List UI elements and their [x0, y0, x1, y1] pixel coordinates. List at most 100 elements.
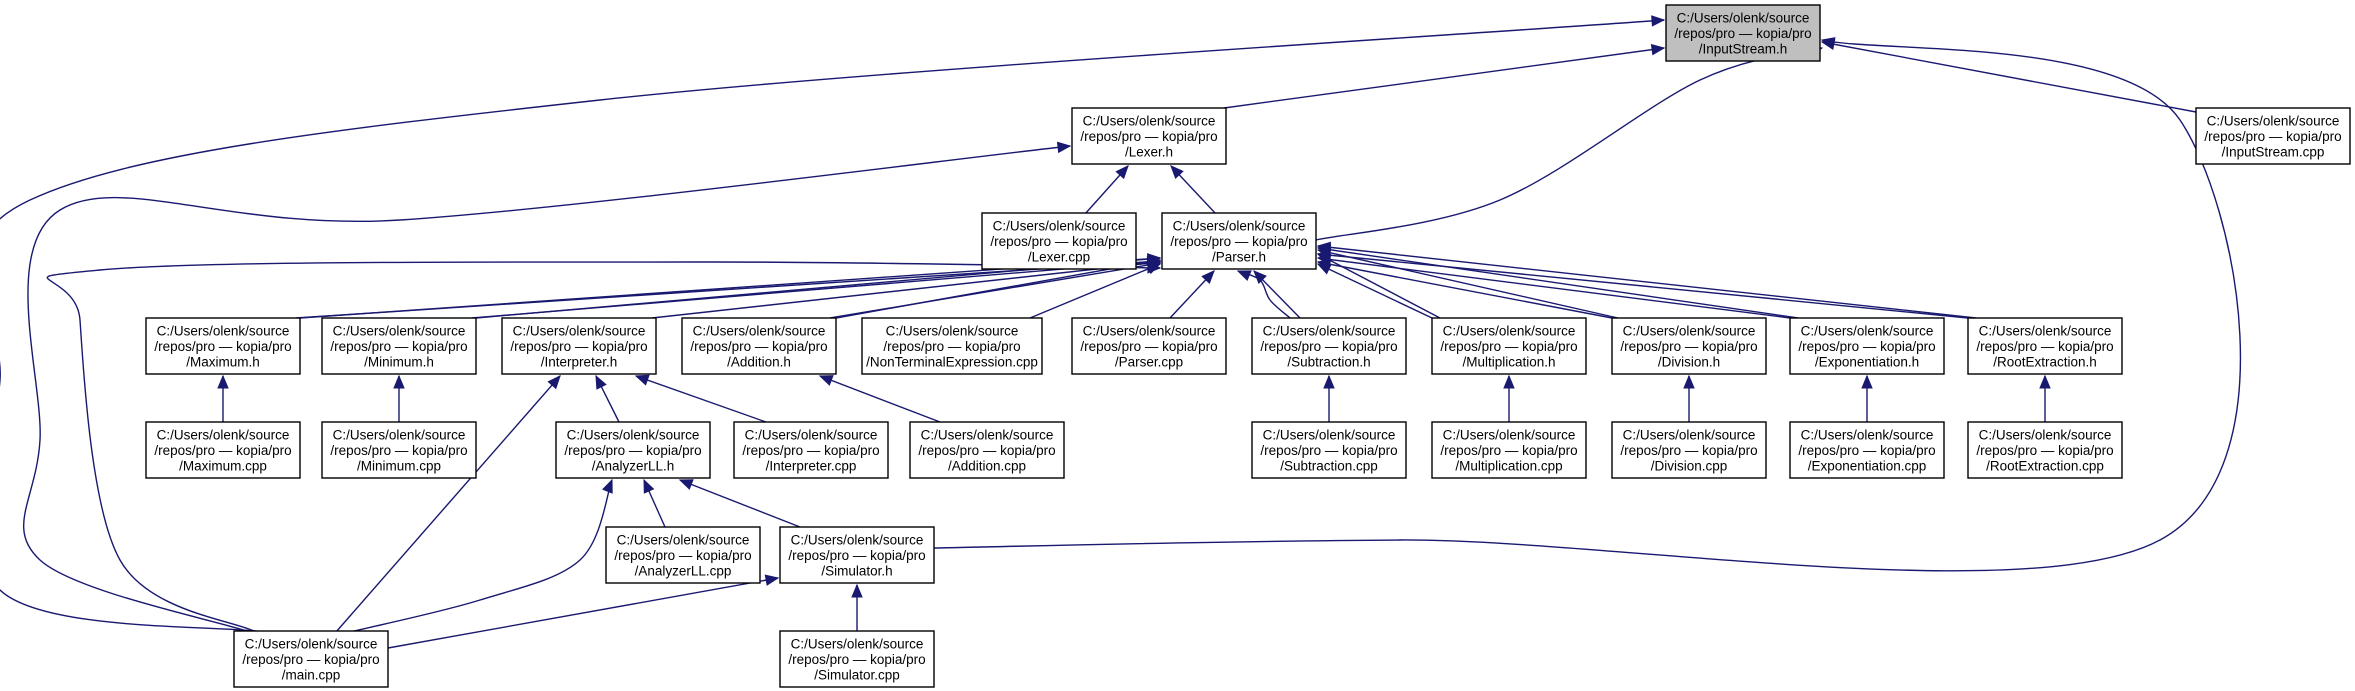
node-label-line: C:/Users/olenk/source: [1979, 428, 2112, 443]
node-box-minimum_cpp: [321, 421, 477, 479]
node-label-line: /repos/pro — kopia/pro: [788, 548, 925, 563]
node-parser_h[interactable]: C:/Users/olenk/source/repos/pro — kopia/…: [1161, 212, 1317, 270]
node-label-line: C:/Users/olenk/source: [1443, 428, 1576, 443]
node-parser_cpp[interactable]: C:/Users/olenk/source/repos/pro — kopia/…: [1071, 317, 1227, 375]
edge-rootextraction_h-to-parser_h: [1317, 245, 1977, 319]
node-division_h[interactable]: C:/Users/olenk/source/repos/pro — kopia/…: [1611, 317, 1767, 375]
node-label-line: /Exponentiation.h: [1815, 355, 1919, 370]
node-label-line: /Interpreter.cpp: [766, 459, 857, 474]
node-addition_h[interactable]: C:/Users/olenk/source/repos/pro — kopia/…: [681, 317, 837, 375]
node-label-line: /repos/pro — kopia/pro: [1440, 339, 1577, 354]
node-lexer_cpp[interactable]: C:/Users/olenk/source/repos/pro — kopia/…: [981, 212, 1137, 270]
node-label-line: /repos/pro — kopia/pro: [510, 339, 647, 354]
node-box-parser_cpp: [1071, 317, 1227, 375]
node-label-line: /Parser.h: [1212, 250, 1266, 265]
edge-analyzerll_h-to-main_cpp: [349, 479, 613, 633]
edge-parser_h-to-exponentiation_h: [1317, 257, 1791, 319]
node-label-line: C:/Users/olenk/source: [791, 637, 924, 652]
node-inputstream_h[interactable]: C:/Users/olenk/source/repos/pro — kopia/…: [1665, 4, 1821, 62]
node-subtraction_h[interactable]: C:/Users/olenk/source/repos/pro — kopia/…: [1251, 317, 1407, 375]
node-maximum_h[interactable]: C:/Users/olenk/source/repos/pro — kopia/…: [145, 317, 301, 375]
node-box-minimum_h: [321, 317, 477, 375]
node-label-line: C:/Users/olenk/source: [993, 219, 1126, 234]
node-label-line: C:/Users/olenk/source: [886, 324, 1019, 339]
node-label-line: /Addition.cpp: [948, 459, 1026, 474]
node-label-line: C:/Users/olenk/source: [1263, 324, 1396, 339]
node-label-line: C:/Users/olenk/source: [2207, 114, 2340, 129]
arrowhead-multiplication_h-to-multiplication_cpp: [1503, 374, 1515, 389]
node-label-line: /repos/pro — kopia/pro: [1260, 443, 1397, 458]
node-label-line: /Minimum.cpp: [357, 459, 441, 474]
node-maximum_cpp[interactable]: C:/Users/olenk/source/repos/pro — kopia/…: [145, 421, 301, 479]
arrowhead-subtraction_h-to-parser_h: [1236, 270, 1252, 282]
node-nonterminal_cpp[interactable]: C:/Users/olenk/source/repos/pro — kopia/…: [861, 317, 1043, 375]
node-box-multiplication_cpp: [1431, 421, 1587, 479]
node-box-simulator_h: [779, 526, 935, 584]
node-minimum_cpp[interactable]: C:/Users/olenk/source/repos/pro — kopia/…: [321, 421, 477, 479]
node-lexer_h[interactable]: C:/Users/olenk/source/repos/pro — kopia/…: [1071, 107, 1227, 165]
node-rootextraction_h[interactable]: C:/Users/olenk/source/repos/pro — kopia/…: [1967, 317, 2123, 375]
edge-multiplication_h-to-parser_h: [1317, 253, 1441, 319]
node-label-line: /Subtraction.h: [1287, 355, 1370, 370]
node-analyzerll_h[interactable]: C:/Users/olenk/source/repos/pro — kopia/…: [555, 421, 711, 479]
arrowhead-interpreter_h-to-main_cpp: [547, 375, 561, 390]
nodes-layer: C:/Users/olenk/source/repos/pro — kopia/…: [145, 4, 2351, 688]
arrowhead-interpreter_h-to-interpreter_cpp: [634, 374, 650, 386]
node-exponentiation_h[interactable]: C:/Users/olenk/source/repos/pro — kopia/…: [1789, 317, 1945, 375]
edge-parser_h-to-multiplication_h: [1317, 263, 1433, 319]
node-box-subtraction_cpp: [1251, 421, 1407, 479]
node-label-line: C:/Users/olenk/source: [245, 637, 378, 652]
edge-parser_h-to-rootextraction_h: [1317, 253, 1969, 319]
node-division_cpp[interactable]: C:/Users/olenk/source/repos/pro — kopia/…: [1611, 421, 1767, 479]
node-label-line: /repos/pro — kopia/pro: [330, 339, 467, 354]
node-box-maximum_h: [145, 317, 301, 375]
arrowhead-interpreter_h-to-analyzerll_h: [595, 374, 607, 390]
node-label-line: /repos/pro — kopia/pro: [1798, 339, 1935, 354]
node-box-addition_cpp: [909, 421, 1065, 479]
node-simulator_h[interactable]: C:/Users/olenk/source/repos/pro — kopia/…: [779, 526, 935, 584]
node-label-line: /repos/pro — kopia/pro: [742, 443, 879, 458]
node-minimum_h[interactable]: C:/Users/olenk/source/repos/pro — kopia/…: [321, 317, 477, 375]
node-analyzerll_cpp[interactable]: C:/Users/olenk/source/repos/pro — kopia/…: [605, 526, 761, 584]
node-label-line: /InputStream.cpp: [2222, 145, 2325, 160]
node-interpreter_h[interactable]: C:/Users/olenk/source/repos/pro — kopia/…: [501, 317, 657, 375]
node-box-subtraction_h: [1251, 317, 1407, 375]
node-label-line: /Maximum.cpp: [179, 459, 267, 474]
edge-parser_h-to-nonterminal_cpp: [1029, 263, 1161, 319]
node-box-rootextraction_cpp: [1967, 421, 2123, 479]
node-label-line: C:/Users/olenk/source: [1801, 324, 1934, 339]
node-box-maximum_cpp: [145, 421, 301, 479]
node-multiplication_h[interactable]: C:/Users/olenk/source/repos/pro — kopia/…: [1431, 317, 1587, 375]
arrowhead-minimum_h-to-minimum_cpp: [393, 374, 405, 389]
node-interpreter_cpp[interactable]: C:/Users/olenk/source/repos/pro — kopia/…: [733, 421, 889, 479]
node-label-line: /main.cpp: [282, 668, 341, 683]
node-label-line: /repos/pro — kopia/pro: [1170, 234, 1307, 249]
node-label-line: C:/Users/olenk/source: [745, 428, 878, 443]
arrowhead-analyzerll_h-to-analyzerll_cpp: [643, 478, 655, 494]
node-label-line: /Lexer.cpp: [1028, 250, 1090, 265]
edge-interpreter_h-to-interpreter_cpp: [635, 375, 767, 423]
arrowhead-lexer_h-to-main_cpp: [1056, 141, 1072, 154]
node-label-line: /NonTerminalExpression.cpp: [866, 355, 1038, 370]
node-inputstream_cpp[interactable]: C:/Users/olenk/source/repos/pro — kopia/…: [2195, 107, 2351, 165]
node-label-line: /Lexer.h: [1125, 145, 1173, 160]
node-label-line: C:/Users/olenk/source: [1623, 428, 1756, 443]
node-label-line: /repos/pro — kopia/pro: [883, 339, 1020, 354]
node-multiplication_cpp[interactable]: C:/Users/olenk/source/repos/pro — kopia/…: [1431, 421, 1587, 479]
node-label-line: /InputStream.h: [1699, 42, 1788, 57]
node-label-line: /Minimum.h: [364, 355, 434, 370]
node-simulator_cpp[interactable]: C:/Users/olenk/source/repos/pro — kopia/…: [779, 630, 935, 688]
node-label-line: /Simulator.cpp: [814, 668, 900, 683]
node-main_cpp[interactable]: C:/Users/olenk/source/repos/pro — kopia/…: [233, 630, 389, 688]
node-label-line: C:/Users/olenk/source: [1979, 324, 2112, 339]
node-subtraction_cpp[interactable]: C:/Users/olenk/source/repos/pro — kopia/…: [1251, 421, 1407, 479]
node-rootextraction_cpp[interactable]: C:/Users/olenk/source/repos/pro — kopia/…: [1967, 421, 2123, 479]
node-label-line: C:/Users/olenk/source: [791, 533, 924, 548]
node-label-line: /repos/pro — kopia/pro: [564, 443, 701, 458]
node-box-multiplication_h: [1431, 317, 1587, 375]
node-box-interpreter_h: [501, 317, 657, 375]
node-box-main_cpp: [233, 630, 389, 688]
node-exponentiation_cpp[interactable]: C:/Users/olenk/source/repos/pro — kopia/…: [1789, 421, 1945, 479]
node-addition_cpp[interactable]: C:/Users/olenk/source/repos/pro — kopia/…: [909, 421, 1065, 479]
